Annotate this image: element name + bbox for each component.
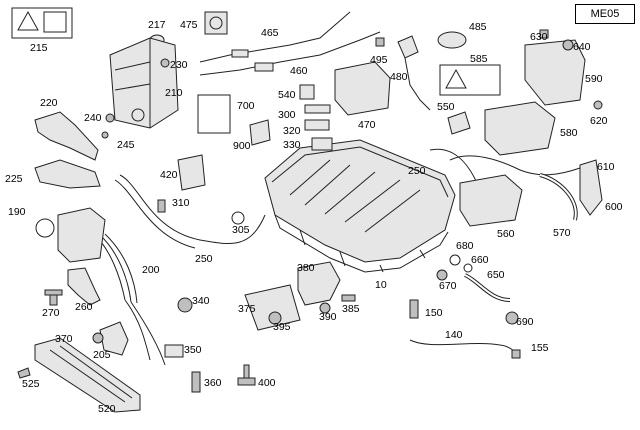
callout-390: 390 xyxy=(319,311,337,323)
callout-305: 305 xyxy=(232,224,250,236)
callout-485: 485 xyxy=(469,21,487,33)
callout-330: 330 xyxy=(283,139,301,151)
callout-550: 550 xyxy=(437,101,455,113)
callout-230: 230 xyxy=(170,59,188,71)
callout-155: 155 xyxy=(531,342,549,354)
callout-400: 400 xyxy=(258,377,276,389)
callout-660: 660 xyxy=(471,254,489,266)
callout-270: 270 xyxy=(42,307,60,319)
callout-600: 600 xyxy=(605,201,623,213)
callout-250-left: 250 xyxy=(195,253,213,265)
callout-10: 10 xyxy=(375,279,387,291)
callout-520: 520 xyxy=(98,403,116,415)
callout-475: 475 xyxy=(180,19,198,31)
callout-395: 395 xyxy=(273,321,291,333)
diagram-code-badge: ME05 xyxy=(575,4,635,24)
callout-640: 640 xyxy=(573,41,591,53)
callout-140: 140 xyxy=(445,329,463,341)
callout-680: 680 xyxy=(456,240,474,252)
callout-420: 420 xyxy=(160,169,178,181)
callout-labels: 10 140 150 155 190 200 205 210 215 217 2… xyxy=(5,19,623,415)
callout-560: 560 xyxy=(497,228,515,240)
callout-380: 380 xyxy=(297,262,315,274)
callout-620: 620 xyxy=(590,115,608,127)
callout-525: 525 xyxy=(22,378,40,390)
callout-320: 320 xyxy=(283,125,301,137)
callout-690: 690 xyxy=(516,316,534,328)
callout-470: 470 xyxy=(358,119,376,131)
callout-465: 465 xyxy=(261,27,279,39)
callout-670: 670 xyxy=(439,280,457,292)
callout-610: 610 xyxy=(597,161,615,173)
callout-310: 310 xyxy=(172,197,190,209)
callout-190: 190 xyxy=(8,206,26,218)
callout-225: 225 xyxy=(5,173,23,185)
callout-300: 300 xyxy=(278,109,296,121)
callout-370: 370 xyxy=(55,333,73,345)
callout-480: 480 xyxy=(390,71,408,83)
battery-pack xyxy=(264,139,456,273)
callout-215: 215 xyxy=(30,42,48,54)
callout-205: 205 xyxy=(93,349,111,361)
callout-217: 217 xyxy=(148,19,166,31)
callout-580: 580 xyxy=(560,127,578,139)
callout-200: 200 xyxy=(142,264,160,276)
callout-630: 630 xyxy=(530,31,548,43)
callout-650: 650 xyxy=(487,269,505,281)
harness-250-left xyxy=(119,174,266,244)
callout-375: 375 xyxy=(238,303,256,315)
callout-245: 245 xyxy=(117,139,135,151)
callout-570: 570 xyxy=(553,227,571,239)
callout-250-right: 250 xyxy=(408,165,426,177)
callout-540: 540 xyxy=(278,89,296,101)
callout-210: 210 xyxy=(165,87,183,99)
callout-700: 700 xyxy=(237,100,255,112)
callout-585: 585 xyxy=(470,53,488,65)
callout-150: 150 xyxy=(425,307,443,319)
callout-340: 340 xyxy=(192,295,210,307)
callout-220: 220 xyxy=(40,97,58,109)
warning-label-215 xyxy=(11,7,73,39)
harness-250-right xyxy=(449,155,581,176)
warning-label-585 xyxy=(439,64,501,96)
power-electronics-210 xyxy=(109,37,179,129)
busbar-520 xyxy=(34,337,141,413)
callout-350: 350 xyxy=(184,344,202,356)
callout-385: 385 xyxy=(342,303,360,315)
callout-460: 460 xyxy=(290,65,308,77)
callout-360: 360 xyxy=(204,377,222,389)
callout-900: 900 xyxy=(233,140,251,152)
callout-240: 240 xyxy=(84,112,102,124)
callout-260: 260 xyxy=(75,301,93,313)
callout-590: 590 xyxy=(585,73,603,85)
callout-495: 495 xyxy=(370,54,388,66)
